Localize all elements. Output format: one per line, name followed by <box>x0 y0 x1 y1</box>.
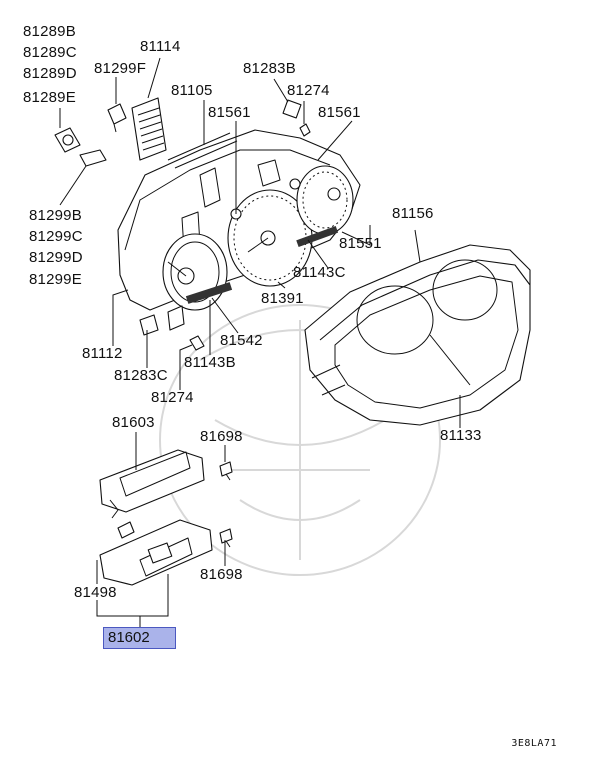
label-81143c[interactable]: 81143C <box>293 264 346 281</box>
switch-panel-upper <box>99 449 205 519</box>
film-strips <box>185 225 339 304</box>
label-81112[interactable]: 81112 <box>82 345 123 362</box>
label-81551[interactable]: 81551 <box>339 235 382 252</box>
label-81289e[interactable]: 81289E <box>23 89 76 106</box>
label-81299e[interactable]: 81299E <box>29 271 82 288</box>
meter-lens <box>304 244 531 426</box>
label-81156[interactable]: 81156 <box>392 205 434 222</box>
leader-lines <box>59 57 461 627</box>
label-81283c[interactable]: 81283C <box>114 367 168 384</box>
bulb-81299f <box>107 103 127 133</box>
label-81299b[interactable]: 81299B <box>29 207 82 224</box>
screws-81698 <box>219 461 233 548</box>
label-81289d[interactable]: 81289D <box>23 65 77 82</box>
label-81561-left[interactable]: 81561 <box>208 104 251 121</box>
label-81299f[interactable]: 81299F <box>94 60 147 77</box>
diagram-code: 3E8LA71 <box>511 738 557 749</box>
label-81498[interactable]: 81498 <box>74 584 117 601</box>
label-81698-lower[interactable]: 81698 <box>200 566 243 583</box>
bulb-sockets <box>230 99 311 220</box>
label-81391[interactable]: 81391 <box>261 290 304 307</box>
label-81274-lower[interactable]: 81274 <box>151 389 194 406</box>
label-81299d[interactable]: 81299D <box>29 249 83 266</box>
label-81542[interactable]: 81542 <box>220 332 263 349</box>
label-81289b[interactable]: 81289B <box>23 23 76 40</box>
socket-81289 <box>54 127 81 153</box>
label-81105[interactable]: 81105 <box>171 82 213 99</box>
bulb-81299b <box>79 149 107 167</box>
label-81289c[interactable]: 81289C <box>23 44 77 61</box>
label-81603[interactable]: 81603 <box>112 414 155 431</box>
lower-clips <box>139 305 205 351</box>
label-81133[interactable]: 81133 <box>440 427 482 444</box>
circuit-board <box>131 97 167 161</box>
label-81274-upper[interactable]: 81274 <box>287 82 330 99</box>
right-gauge <box>296 165 354 235</box>
label-81143b[interactable]: 81143B <box>184 354 236 371</box>
label-81602-highlighted[interactable]: 81602 <box>108 629 150 646</box>
watermark-emblem <box>159 304 441 576</box>
label-81283b[interactable]: 81283B <box>243 60 296 77</box>
highlight-box[interactable] <box>103 627 176 649</box>
label-81561-right[interactable]: 81561 <box>318 104 361 121</box>
label-81114[interactable]: 81114 <box>140 38 181 55</box>
label-81299c[interactable]: 81299C <box>29 228 83 245</box>
label-81698-upper[interactable]: 81698 <box>200 428 243 445</box>
switch-panel-lower <box>99 519 213 586</box>
